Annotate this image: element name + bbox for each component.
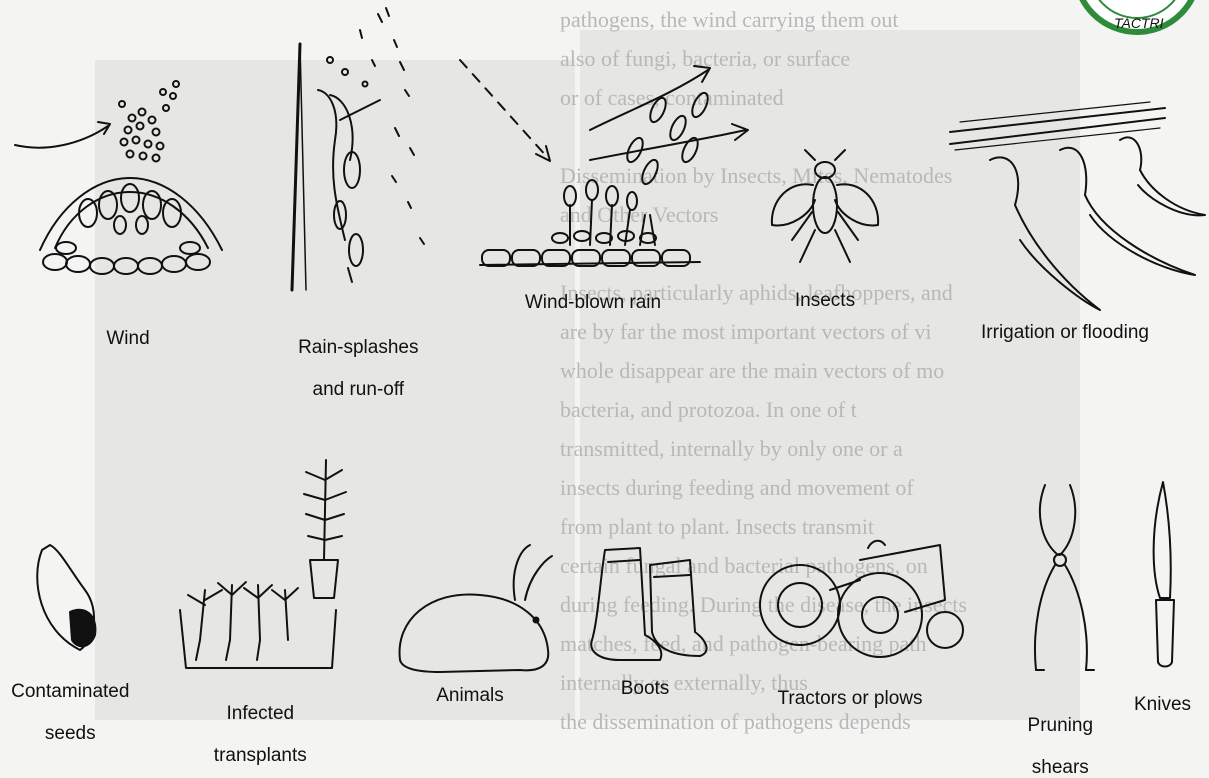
label-wind-blown-rain: Wind-blown rain [498,292,688,313]
label-rain-splashes: Rain-splashes and run-off [268,316,438,400]
label-pruning-line1: Pruning [1028,715,1094,736]
wind-spores [119,81,179,162]
rabbit-illustration [400,545,552,672]
blown-spores [624,91,711,187]
label-irrigation: Irrigation or flooding [950,322,1180,343]
label-animals: Animals [415,685,525,706]
wind-blown-rain-illustration [460,60,748,266]
seed-illustration [37,545,95,650]
wind-blown-sporangia [552,180,656,245]
rain-splash-illustration [292,8,424,290]
label-wind: Wind [78,328,178,349]
label-pruning-line2: shears [1032,757,1089,778]
label-knives: Knives [1120,694,1205,715]
irrigation-illustration [950,102,1205,310]
label-tractors: Tractors or plows [755,688,945,709]
rain-drops [327,8,424,244]
shears-illustration [1035,485,1094,670]
label-pruning-shears: Pruning shears [1005,694,1105,778]
knife-illustration [1154,482,1174,667]
wind-illustration [15,81,222,274]
label-infected-line1: Infected [226,703,294,724]
label-rain-splashes-line2: and run-off [313,379,405,400]
label-contaminated-line1: Contaminated [11,681,129,702]
dissemination-diagram [0,0,1209,737]
label-insects: Insects [775,290,875,311]
tractor-illustration [760,541,963,657]
label-infected-line2: transplants [214,745,307,766]
wind-host-cells [43,242,210,274]
label-boots: Boots [600,678,690,699]
label-contaminated-seeds: Contaminated seeds [0,660,130,744]
label-infected-transplants: Infected transplants [190,682,320,766]
transplant-illustration [180,460,346,668]
boots-illustration [591,548,706,660]
label-contaminated-line2: seeds [45,723,96,744]
label-rain-splashes-line1: Rain-splashes [298,337,418,358]
insect-illustration [772,150,878,262]
